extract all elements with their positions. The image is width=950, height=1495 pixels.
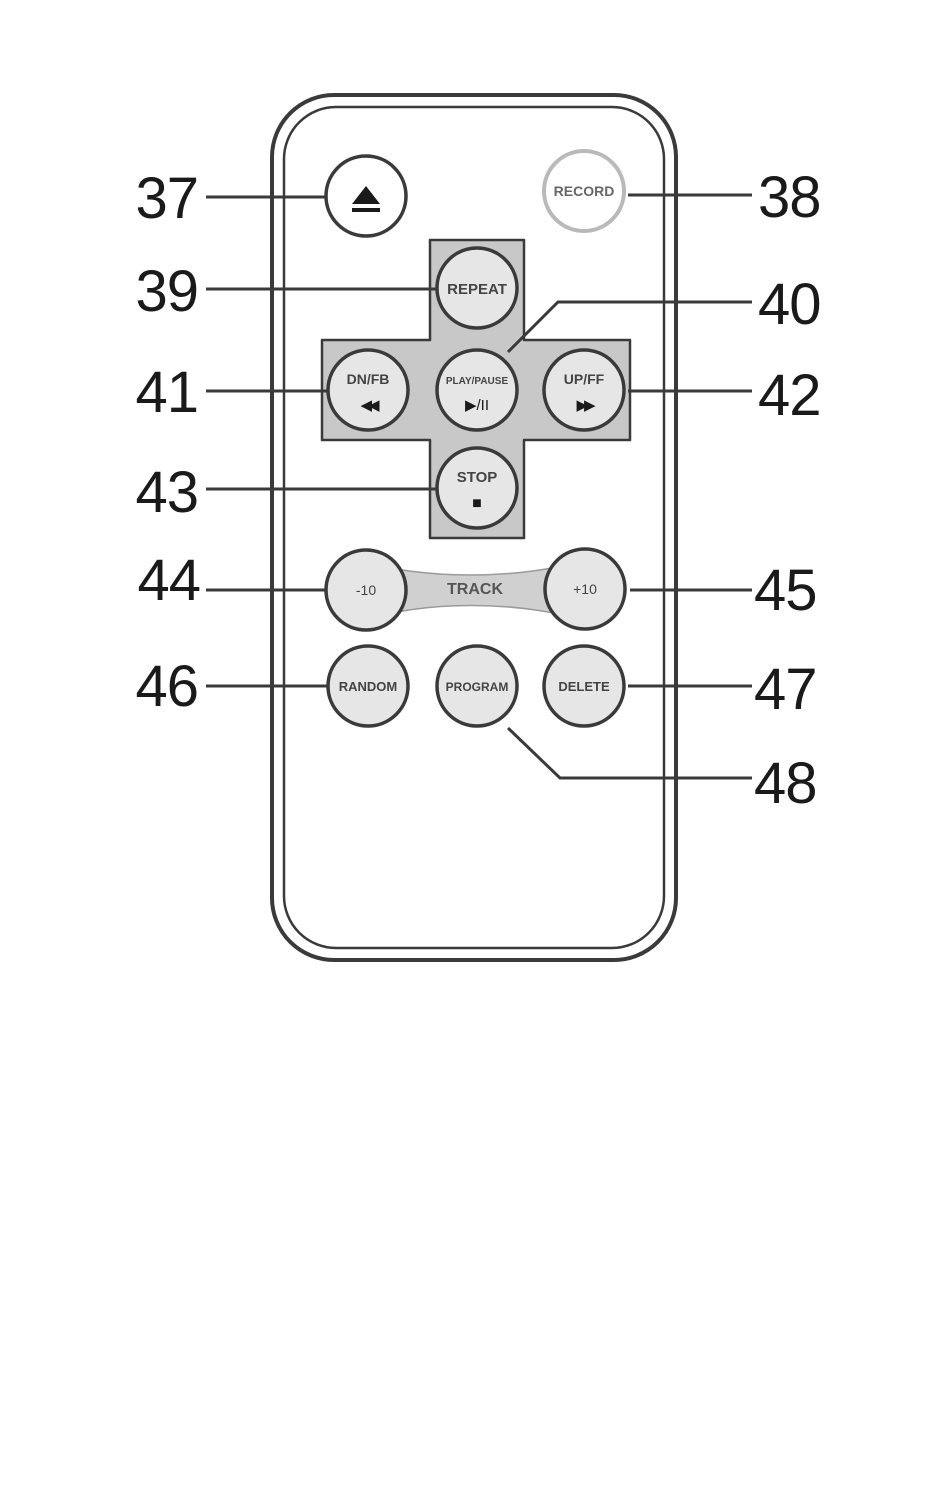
stop-icon: ■ <box>472 495 482 512</box>
play-pause-button[interactable]: PLAY/PAUSE ▶/II <box>437 350 517 430</box>
delete-button[interactable]: DELETE <box>544 646 624 726</box>
repeat-label: REPEAT <box>447 281 507 298</box>
callout-47: 47 <box>754 661 844 719</box>
plus-10-button[interactable]: +10 <box>545 549 625 629</box>
eject-button[interactable] <box>326 156 406 236</box>
callout-38: 38 <box>758 169 848 227</box>
track-label: TRACK <box>447 581 503 598</box>
stop-label: STOP <box>457 469 498 486</box>
program-button[interactable]: PROGRAM <box>437 646 517 726</box>
callout-37: 37 <box>118 170 198 228</box>
dn-fb-label: DN/FB <box>347 371 390 387</box>
play-pause-icon: ▶/II <box>465 397 489 414</box>
callout-39: 39 <box>118 263 198 321</box>
up-ff-label: UP/FF <box>564 371 605 387</box>
callout-48: 48 <box>754 755 844 813</box>
callout-43: 43 <box>118 464 198 522</box>
play-pause-label: PLAY/PAUSE <box>446 376 509 387</box>
callout-42: 42 <box>758 367 848 425</box>
stop-button[interactable]: STOP ■ <box>437 448 517 528</box>
record-label: RECORD <box>554 183 615 199</box>
callout-44: 44 <box>120 552 200 610</box>
callout-46: 46 <box>118 658 198 716</box>
delete-label: DELETE <box>558 679 610 694</box>
callout-45: 45 <box>754 562 844 620</box>
repeat-button[interactable]: REPEAT <box>437 248 517 328</box>
dn-fb-button[interactable]: DN/FB ◀◀ <box>328 350 408 430</box>
minus-10-label: -10 <box>356 582 376 598</box>
random-label: RANDOM <box>339 679 398 694</box>
random-button[interactable]: RANDOM <box>328 646 408 726</box>
plus-10-label: +10 <box>573 581 597 597</box>
program-label: PROGRAM <box>446 680 509 694</box>
up-ff-button[interactable]: UP/FF ▶▶ <box>544 350 624 430</box>
minus-10-button[interactable]: -10 <box>326 550 406 630</box>
callout-41: 41 <box>118 364 198 422</box>
callout-40: 40 <box>758 276 848 334</box>
record-button[interactable]: RECORD <box>544 151 624 231</box>
